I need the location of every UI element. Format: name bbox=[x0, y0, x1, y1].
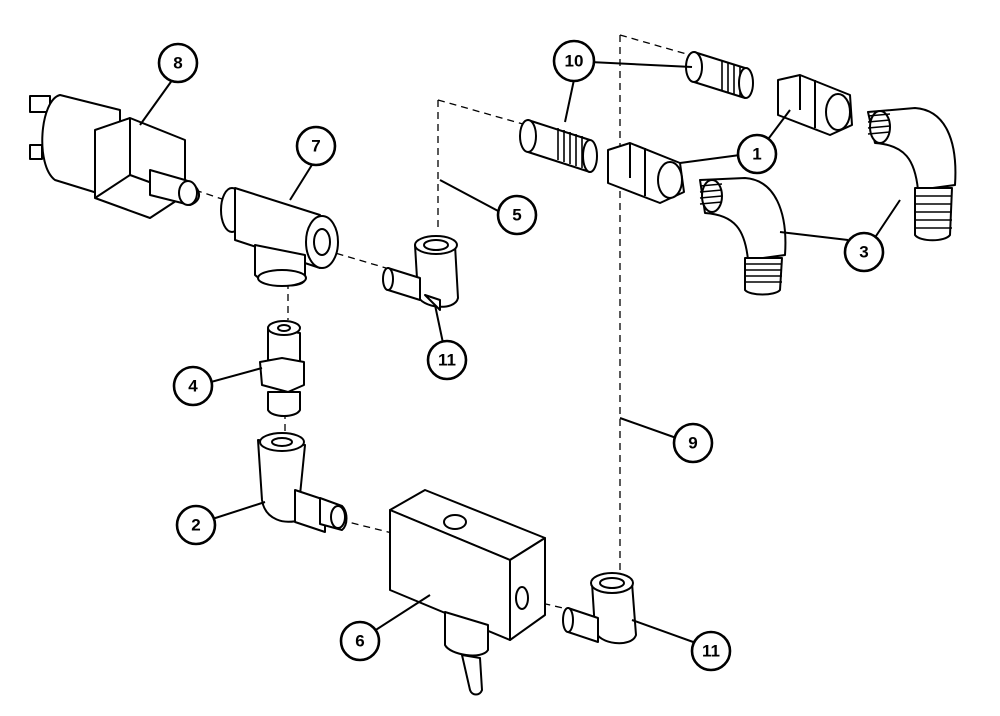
callout-4: 4 bbox=[172, 365, 214, 407]
callout-9-label: 9 bbox=[688, 434, 697, 453]
part-11-lower-elbow bbox=[562, 572, 637, 645]
part-10-plug-upper bbox=[685, 51, 754, 99]
callout-1-label: 1 bbox=[752, 145, 761, 164]
part-8-solenoid bbox=[29, 94, 200, 219]
callout-10: 10 bbox=[552, 39, 596, 83]
callout-8-label: 8 bbox=[173, 54, 182, 73]
callout-11-upper: 11 bbox=[426, 339, 468, 381]
callout-11-upper-label: 11 bbox=[438, 351, 456, 370]
callout-6: 6 bbox=[339, 620, 381, 662]
callout-5-label: 5 bbox=[512, 206, 521, 225]
part-11-upper-elbow bbox=[382, 235, 459, 311]
callout-10-label: 10 bbox=[565, 52, 584, 71]
callout-8: 8 bbox=[157, 42, 199, 84]
part-3-elbow-upper bbox=[867, 107, 957, 242]
part-10-plug-lower bbox=[519, 119, 598, 173]
callout-4-label: 4 bbox=[188, 377, 198, 396]
part-2-elbow-fitting bbox=[257, 432, 348, 533]
callout-2-label: 2 bbox=[191, 516, 200, 535]
callout-7: 7 bbox=[295, 125, 337, 167]
callout-11-lower: 11 bbox=[690, 630, 732, 672]
callout-11-lower-label: 11 bbox=[702, 642, 720, 661]
callout-3-label: 3 bbox=[859, 243, 868, 262]
callout-9: 9 bbox=[672, 422, 714, 464]
callout-6-label: 6 bbox=[355, 632, 364, 651]
part-1-coupling-lower bbox=[607, 142, 685, 204]
callout-1: 1 bbox=[736, 133, 778, 175]
callout-3: 3 bbox=[843, 231, 885, 273]
part-3-elbow-lower bbox=[699, 177, 787, 296]
callout-2: 2 bbox=[175, 504, 217, 546]
callout-5: 5 bbox=[496, 194, 538, 236]
part-4-hex-nipple bbox=[259, 320, 305, 417]
callout-7-label: 7 bbox=[311, 137, 320, 156]
part-6-valve-block bbox=[389, 489, 546, 696]
part-1-coupling-upper bbox=[777, 74, 853, 136]
part-7-tee-fitting bbox=[220, 187, 339, 287]
